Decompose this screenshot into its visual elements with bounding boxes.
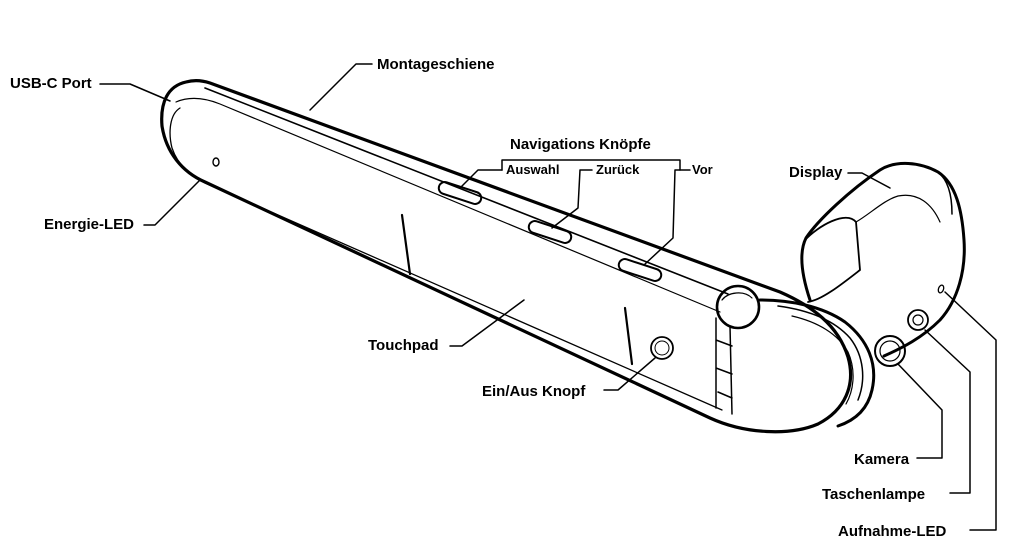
end-cap-outer [758, 298, 876, 428]
front-face [169, 107, 723, 411]
power-button-inner [654, 340, 670, 356]
leader-aufnahme-led [944, 291, 997, 531]
button-auswahl[interactable] [437, 180, 483, 205]
hinge-knob-detail [721, 292, 753, 301]
device-body-outline [160, 79, 853, 434]
display-side [855, 194, 941, 223]
label-montageschiene: Montageschiene [377, 56, 495, 73]
label-aufnahme-led: Aufnahme-LED [838, 523, 947, 540]
label-taschenlampe: Taschenlampe [822, 486, 926, 503]
leader-usb [99, 83, 171, 102]
power-button[interactable] [650, 336, 674, 360]
label-display: Display [789, 164, 843, 181]
end-cap-inner [791, 315, 854, 405]
hinge-joint [715, 317, 733, 415]
label-touchpad: Touchpad [368, 337, 439, 354]
leader-ein-aus [603, 357, 656, 391]
leader-kamera [897, 363, 943, 459]
camera-lens-inner [879, 340, 901, 362]
leader-montageschiene [309, 63, 373, 111]
camera-lens [874, 335, 906, 367]
end-cap-rim [777, 305, 864, 401]
segment-line-1 [400, 213, 412, 276]
flashlight [907, 309, 929, 331]
label-navigations-knoepfe: Navigations Knöpfe [510, 136, 651, 153]
flashlight-inner [912, 314, 924, 326]
rail-top-edge [204, 87, 729, 295]
rail-bottom-edge [175, 97, 721, 313]
leader-display [847, 172, 891, 189]
leader-taschenlampe [924, 329, 971, 494]
aufnahme-led-dot [937, 284, 945, 294]
button-zurueck[interactable] [527, 219, 573, 244]
label-kamera: Kamera [854, 451, 910, 468]
label-energie-led: Energie-LED [44, 216, 135, 233]
label-ein-aus-knopf: Ein/Aus Knopf [482, 383, 586, 400]
display-arm [800, 162, 966, 358]
leader-zurueck [551, 169, 593, 229]
label-vor: Vor [692, 162, 713, 177]
label-zurueck: Zurück [596, 162, 640, 177]
leader-navigation-bracket [501, 159, 681, 171]
hinge-knob [715, 284, 761, 330]
display-face-edge [937, 171, 953, 215]
leader-energie-led [143, 179, 201, 226]
button-vor[interactable] [617, 257, 663, 282]
label-usb-c-port: USB-C Port [10, 75, 92, 92]
label-auswahl: Auswahl [506, 162, 560, 177]
energie-led [212, 157, 220, 167]
leader-auswahl [459, 169, 503, 189]
leader-vor [644, 169, 691, 265]
segment-line-2 [623, 306, 634, 366]
leader-touchpad [449, 299, 525, 347]
